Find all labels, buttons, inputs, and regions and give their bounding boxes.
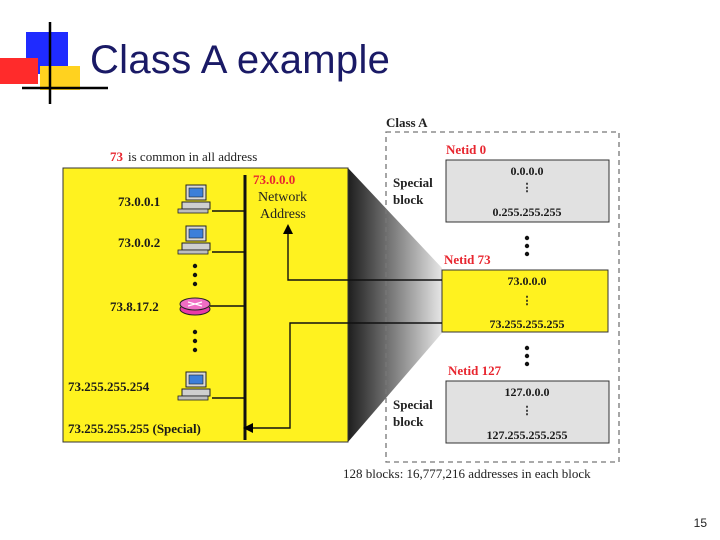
netid-0-block [445, 159, 610, 223]
page-number: 15 [693, 516, 707, 530]
netid-73-block [441, 269, 609, 333]
netid-127-first: 127.0.0.0 [505, 385, 550, 399]
host-dots-upper [192, 263, 198, 287]
broadcast-address-arrow [243, 322, 442, 433]
network-address-value: 73.0.0.0 [253, 172, 295, 187]
slide-title: Class A example [90, 38, 391, 82]
netid-0-tag-line2: block [393, 192, 424, 207]
netid-127-last: 127.255.255.255 [487, 428, 568, 442]
netid-0-label: Netid 0 [446, 142, 486, 157]
netid-73-last: 73.255.255.255 [490, 317, 565, 331]
network-address-line1: Network [258, 190, 307, 205]
common-note-text: is common in all address [128, 149, 257, 164]
special-host-address: 73.255.255.255 (Special) [68, 421, 201, 436]
netid-0-first: 0.0.0.0 [511, 164, 544, 178]
netid-0-last: 0.255.255.255 [493, 205, 562, 219]
common-note: 73 is common in all address [110, 149, 257, 164]
netid-73-ellipsis: ⋮ [522, 295, 533, 307]
class-a-outline [385, 131, 620, 463]
network-address-line2: Address [260, 207, 306, 222]
vertical-dots-lower [524, 345, 530, 367]
netid-127-block [445, 380, 610, 444]
netid-127-ellipsis: ⋮ [522, 405, 533, 417]
slide-decoration [0, 22, 108, 104]
host-address-2: 73.0.0.2 [118, 235, 160, 250]
netid-127-label: Netid 127 [448, 363, 502, 378]
host-address-3: 73.8.17.2 [110, 299, 159, 314]
computer-icon [177, 225, 211, 255]
zoom-funnel [348, 168, 442, 442]
netid-73-first: 73.0.0.0 [508, 274, 547, 288]
computer-icon [177, 184, 211, 214]
host-address-1: 73.0.0.1 [118, 194, 160, 209]
netid-127-tag-line1: Special [393, 397, 433, 412]
host-address-4: 73.255.255.254 [68, 379, 150, 394]
computer-icon [177, 371, 211, 401]
deco-red-bar [0, 58, 38, 84]
host-dots-lower [192, 329, 198, 353]
deco-yellow-square [40, 66, 80, 90]
blocks-footer: 128 blocks: 16,777,216 addresses in each… [343, 466, 591, 481]
vertical-dots-upper [524, 235, 530, 257]
netid-127-tag-line2: block [393, 414, 424, 429]
netid-0-tag-line1: Special [393, 175, 433, 190]
router-icon [179, 297, 211, 316]
netid-73-label: Netid 73 [444, 252, 491, 267]
netid-0-ellipsis: ⋮ [522, 182, 533, 194]
common-note-highlight: 73 [110, 149, 124, 164]
class-a-label: Class A [386, 115, 428, 130]
network-address-arrow [283, 224, 442, 281]
